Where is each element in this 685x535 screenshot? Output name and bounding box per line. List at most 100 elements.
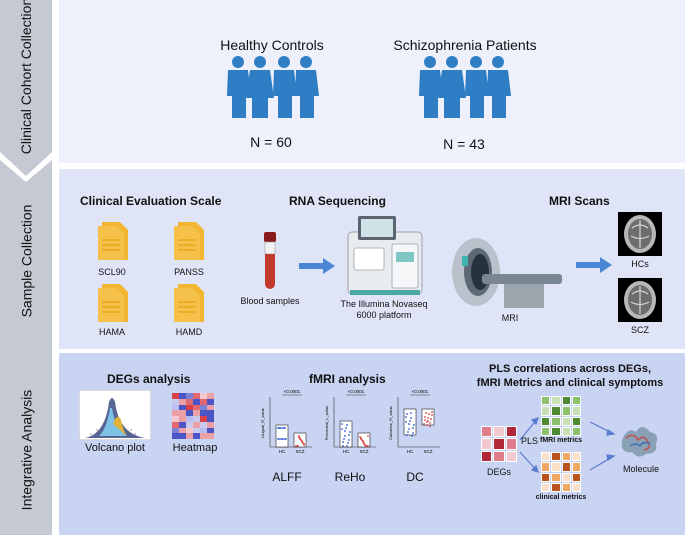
clinical-metrics-cell	[541, 452, 551, 462]
data-point	[299, 438, 301, 440]
data-point	[426, 424, 428, 426]
fmri-metrics-cell	[571, 396, 581, 406]
scz-patients-count: N = 43	[443, 136, 485, 152]
heatmap-cell	[207, 398, 214, 405]
alff-label: ALFF	[272, 470, 302, 484]
heatmap-cell	[200, 421, 207, 428]
mri-scanner-icon	[452, 238, 562, 308]
degs-label: DEGs	[486, 467, 512, 477]
fmri-metrics-cell	[561, 426, 571, 436]
data-point	[405, 421, 407, 423]
heatmap-cell	[186, 421, 193, 428]
fmri-metrics-cell	[551, 406, 561, 416]
heatmap-cell	[186, 398, 193, 405]
data-point	[410, 412, 412, 414]
degs-cell	[505, 438, 517, 450]
data-point	[428, 413, 430, 415]
clinical-metrics-cell	[541, 472, 551, 482]
data-point	[344, 430, 346, 432]
heatmap-cell	[193, 416, 200, 422]
heatmap-cell	[186, 404, 193, 411]
degs-cell	[481, 438, 493, 450]
volcano-plot-thumbnail	[79, 390, 151, 440]
scale-label-hama: HAMA	[98, 327, 126, 337]
fmri-metrics-cell	[571, 416, 581, 426]
data-point	[345, 427, 347, 429]
clinical-metrics-cell	[561, 472, 571, 482]
fmri-metrics-cell	[571, 426, 581, 436]
degs-cell	[505, 426, 517, 438]
data-point	[405, 416, 407, 418]
heatmap-cell	[172, 421, 179, 428]
stage-label-3: Integrative Analysis	[18, 389, 34, 510]
group-tick-label: SCZ	[296, 449, 305, 454]
scz-patients-title: Schizophrenia Patients	[393, 37, 537, 53]
clinical-metrics-cell	[571, 462, 581, 472]
fmri-metrics-label: fMRI metrics	[539, 437, 583, 444]
data-point	[431, 411, 433, 413]
data-point	[348, 434, 350, 436]
bar	[275, 424, 289, 448]
y-axis-label: Lingual_R_value	[260, 407, 265, 438]
dc-label: DC	[406, 470, 424, 484]
clinical-metrics-cell	[571, 472, 581, 482]
stage-chevron-2	[0, 160, 52, 365]
heatmap-cell	[179, 393, 186, 399]
y-axis-label: Calcarine_R_value	[388, 405, 393, 440]
fmri-metrics-cell	[551, 396, 561, 406]
clinical-scale-title: Clinical Evaluation Scale	[80, 194, 222, 208]
blood-tube-icon	[264, 232, 276, 289]
blood-samples-label: Blood samples	[240, 296, 300, 306]
scale-label-scl90: SCL90	[98, 267, 126, 277]
data-point	[348, 439, 350, 441]
data-point	[427, 420, 429, 422]
clinical-metrics-cell	[561, 452, 571, 462]
degs-matrix	[481, 426, 517, 462]
heatmap-cell	[193, 427, 200, 434]
heatmap-cell	[207, 404, 214, 411]
data-point	[430, 418, 432, 420]
fmri-metrics-cell	[571, 406, 581, 416]
heatmap-cell	[207, 393, 214, 399]
degs-analysis-title: DEGs analysis	[107, 372, 191, 386]
data-point	[406, 413, 408, 415]
clinical-metrics-cell	[551, 482, 561, 492]
group-tick-label: SCZ	[424, 449, 433, 454]
data-point	[427, 417, 429, 419]
scale-label-hamd: HAMD	[175, 327, 203, 337]
healthy-controls-count: N = 60	[250, 134, 292, 150]
fmri-metrics-cell	[561, 396, 571, 406]
group-tick-label: SCZ	[360, 449, 369, 454]
data-point	[342, 441, 344, 443]
degs-cell	[505, 450, 517, 462]
stage-chevron-1	[0, 0, 52, 176]
bar	[357, 432, 371, 448]
degs-cell	[493, 426, 505, 438]
heatmap-label: Heatmap	[172, 442, 218, 454]
data-point	[424, 419, 426, 421]
pls-label: PLS	[521, 436, 539, 446]
data-point	[412, 432, 414, 434]
data-point	[285, 438, 287, 440]
data-point	[360, 438, 362, 440]
clinical-metrics-label: clinical metrics	[535, 494, 587, 501]
clinical-metrics-matrix	[541, 452, 581, 492]
heatmap-cell	[193, 404, 200, 411]
fmri-metrics-cell	[541, 426, 551, 436]
heatmap-cell	[172, 416, 179, 422]
fmri-metrics-matrix	[541, 396, 581, 436]
bar	[339, 420, 353, 448]
healthy-controls-title: Healthy Controls	[220, 37, 324, 53]
heatmap-cell	[172, 433, 179, 439]
heatmap-cell	[207, 421, 214, 428]
healthy-controls-people-icon	[227, 56, 319, 118]
analysis-panel	[59, 353, 685, 535]
p-value-label: <0.0001	[412, 389, 429, 394]
degs-cell	[493, 450, 505, 462]
fmri-metrics-cell	[541, 406, 551, 416]
heatmap-cell	[200, 433, 207, 439]
data-point	[347, 442, 349, 444]
clinical-metrics-cell	[541, 462, 551, 472]
volcano-plot-label: Volcano plot	[85, 442, 145, 454]
fmri-metrics-cell	[551, 426, 561, 436]
